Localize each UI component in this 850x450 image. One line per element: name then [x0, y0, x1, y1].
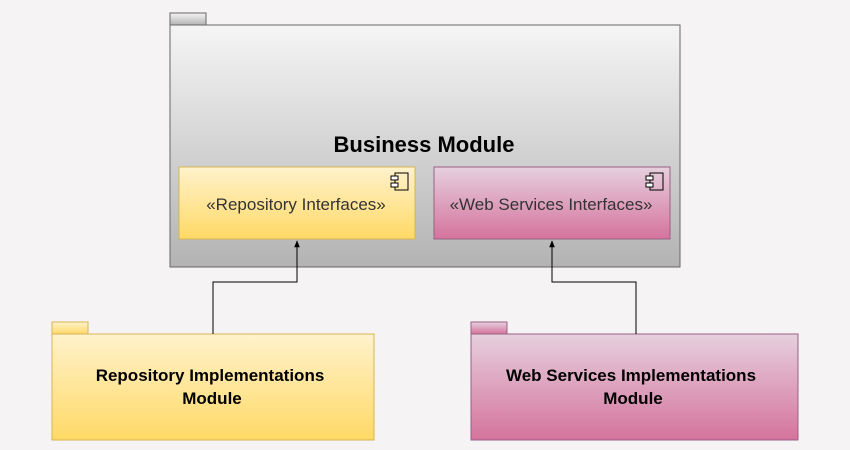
repository-interfaces-label: «Repository Interfaces»: [206, 195, 386, 214]
component-icon: [645, 172, 664, 191]
web-services-implementations-title-line1: Web Services Implementations: [506, 366, 756, 385]
web-services-dependency-arrow[interactable]: [549, 240, 637, 334]
repository-implementations-package[interactable]: Repository Implementations Module: [51, 321, 375, 441]
repository-implementations-tab: [51, 321, 89, 335]
web-services-implementations-title-line2: Module: [603, 389, 663, 408]
repository-implementations-body: [51, 333, 375, 441]
web-services-implementations-tab: [470, 321, 508, 335]
repository-interfaces-component[interactable]: «Repository Interfaces»: [178, 166, 416, 240]
web-services-implementations-body: [470, 333, 799, 441]
repository-dependency-arrow[interactable]: [212, 240, 300, 334]
web-services-interfaces-box: [433, 166, 671, 240]
web-services-implementations-package[interactable]: Web Services Implementations Module: [470, 321, 799, 441]
web-services-interfaces-component[interactable]: «Web Services Interfaces»: [433, 166, 671, 240]
component-icon: [390, 172, 409, 191]
repository-implementations-title-line1: Repository Implementations: [96, 366, 325, 385]
repository-interfaces-box: [178, 166, 416, 240]
business-module-title: Business Module: [334, 132, 515, 157]
repository-implementations-title-line2: Module: [182, 389, 242, 408]
business-module-tab: [169, 12, 207, 26]
web-services-interfaces-label: «Web Services Interfaces»: [450, 195, 653, 214]
